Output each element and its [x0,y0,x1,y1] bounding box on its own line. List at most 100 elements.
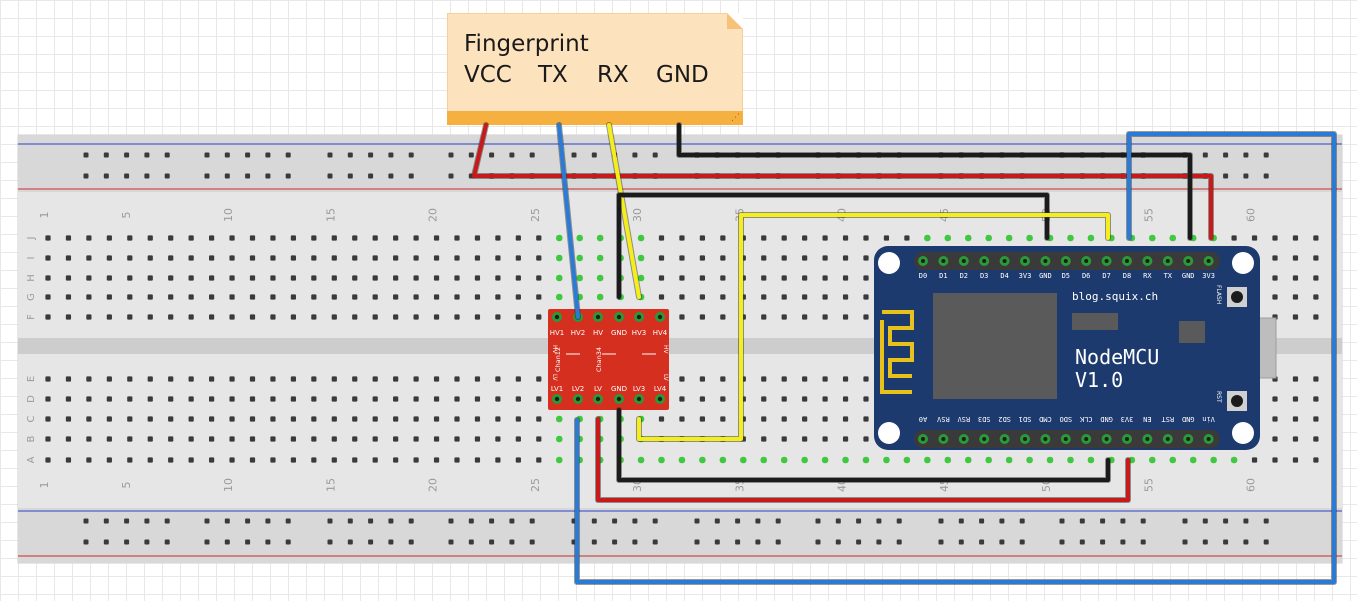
rail-hole [1263,518,1269,524]
rail-hole [652,539,658,545]
wire-blue-tx [557,123,580,319]
terminal-hole [209,294,215,300]
rail-hole [83,539,89,545]
terminal-hole [1272,416,1278,422]
resize-grip-icon[interactable]: ⋰ [731,113,740,123]
terminal-hole [311,376,317,382]
rail-hole [204,518,210,524]
rail-hole [164,152,170,158]
mcu-pin-hole [921,259,925,263]
rail-hole [694,518,700,524]
rail-hole [408,173,414,179]
rail-hole [876,518,882,524]
wire-black-gnd [677,123,1192,240]
terminal-hole [433,294,440,300]
rail-hole [83,173,89,179]
shifter-chan12-label: Chan12 [554,347,562,372]
terminal-hole [372,416,378,422]
rail-hole [529,152,535,158]
terminal-hole [270,314,276,320]
rail-hole [265,152,271,158]
terminal-hole [229,235,235,241]
shifter-chan34-label: Chan34 [595,347,603,372]
terminal-hole [229,376,235,382]
nodemcu-board[interactable]: D0A0D1RSVD2RSVD3SD3D4SD23V3SD1GNDCMDD5SD… [874,246,1277,450]
terminal-hole [65,314,72,320]
shifter-bottom-label: LV [594,385,602,393]
terminal-hole [65,416,72,422]
rail-hole [591,518,597,524]
mcu-pin-hole [961,437,966,441]
shifter-top-label: HV1 [550,329,565,337]
rail-hole [103,173,109,179]
rail-hole [408,539,414,545]
terminal-hole [781,235,787,241]
connected-hole-highlight [596,234,604,242]
rail-hole [83,152,89,158]
terminal-hole [1313,275,1319,281]
rail-hole [347,539,353,545]
rail-hole [735,539,741,545]
rail-hole [876,539,882,545]
terminal-hole [127,396,133,402]
terminal-hole [1272,275,1278,281]
terminal-hole [393,416,399,422]
terminal-hole [536,457,542,463]
terminal-hole [1292,457,1299,463]
terminal-hole [331,275,337,281]
mount-hole-icon [1232,252,1254,274]
terminal-hole [65,235,72,241]
connected-hole-highlight [964,234,972,242]
rail-hole [835,518,841,524]
terminal-hole [311,294,317,300]
terminal-hole [433,275,440,281]
terminal-hole [249,376,256,382]
rail-hole [265,539,271,545]
connected-hole-highlight [924,234,931,242]
terminal-hole [188,255,194,261]
terminal-hole [331,396,337,402]
mcu-pin-hole [1043,259,1048,263]
terminal-hole [781,294,787,300]
terminal-hole [45,396,51,402]
terminal-hole [433,376,440,382]
terminal-hole [331,376,337,382]
mcu-top-pin-label: GND [1182,272,1195,280]
terminal-hole [290,255,296,261]
terminal-hole [352,235,358,241]
terminal-hole [45,416,51,422]
terminal-hole [515,436,521,442]
connected-hole-highlight [555,293,563,301]
rail-hole [103,152,109,158]
terminal-hole [802,436,808,442]
terminal-hole [106,457,112,463]
terminal-hole [147,416,153,422]
terminal-hole [249,275,256,281]
terminal-hole [781,376,787,382]
terminal-hole [781,275,787,281]
breadboard-bottom-rail [18,508,1342,563]
rail-hole [509,518,515,524]
mcu-pin-hole [1002,437,1007,441]
connected-hole-highlight [555,415,563,423]
terminal-hole [822,275,828,281]
mcu-bottom-pin-label: SDO [1059,415,1072,423]
rail-hole [896,539,902,545]
terminal-hole [188,457,194,463]
fingerprint-note[interactable]: Fingerprint VCC TX RX GND ⋰ [447,13,743,125]
terminal-hole [249,416,256,422]
terminal-hole [474,314,481,320]
terminal-hole [127,275,133,281]
terminal-hole [249,457,256,463]
column-number-top: 20 [427,208,440,222]
connected-hole-highlight [985,456,992,464]
mcu-pin-hole [1023,437,1027,441]
rail-hole [224,173,230,179]
row-letter: A [26,456,37,463]
mcu-bottom-pin-label: RST [1161,415,1174,423]
terminal-hole [168,235,174,241]
terminal-hole [352,294,358,300]
rail-hole [368,539,374,545]
terminal-hole [495,294,501,300]
